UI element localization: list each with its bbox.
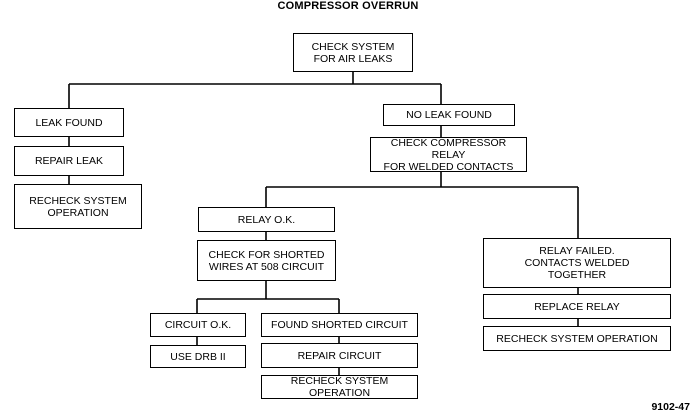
circuit-ok-box: CIRCUIT O.K. (150, 313, 246, 337)
figure-code: 9102-47 (651, 401, 690, 413)
replace-relay-box: REPLACE RELAY (483, 294, 671, 319)
leak-found-box: LEAK FOUND (14, 108, 124, 137)
repair-circuit-box: REPAIR CIRCUIT (261, 343, 418, 368)
repair-leak-box: REPAIR LEAK (14, 146, 124, 176)
check-relay-box: CHECK COMPRESSOR RELAY FOR WELDED CONTAC… (370, 137, 527, 173)
chart-title: COMPRESSOR OVERRUN (277, 0, 419, 12)
use-drb-box: USE DRB II (150, 345, 246, 368)
recheck-system-box-middle: RECHECK SYSTEM OPERATION (261, 375, 418, 399)
check-system-box: CHECK SYSTEM FOR AIR LEAKS (293, 33, 413, 72)
found-shorted-box: FOUND SHORTED CIRCUIT (261, 313, 418, 337)
recheck-system-box-right: RECHECK SYSTEM OPERATION (483, 326, 671, 351)
relay-failed-box: RELAY FAILED. CONTACTS WELDED TOGETHER (483, 238, 671, 288)
recheck-system-box-left: RECHECK SYSTEM OPERATION (14, 184, 142, 229)
no-leak-found-box: NO LEAK FOUND (383, 104, 515, 126)
check-shorted-box: CHECK FOR SHORTED WIRES AT 508 CIRCUIT (197, 240, 336, 281)
relay-ok-box: RELAY O.K. (198, 207, 335, 232)
